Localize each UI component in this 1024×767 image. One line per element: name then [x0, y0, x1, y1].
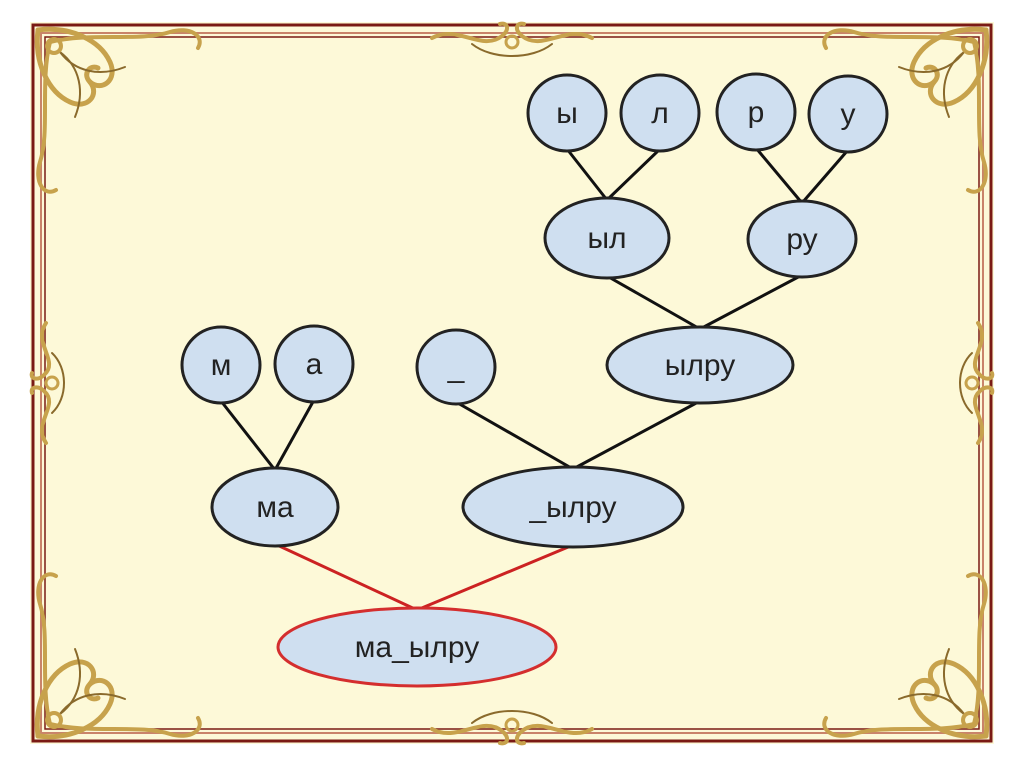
- edge-r-to-ru: [756, 148, 802, 203]
- tree-node-l: л: [621, 75, 699, 151]
- tree-node-m: м: [182, 327, 260, 403]
- node-label: ыл: [587, 222, 626, 255]
- edge-ma-to-root: [275, 544, 417, 610]
- tree-node-ylru: ылру: [607, 327, 793, 403]
- node-label: л: [651, 97, 669, 130]
- edge-l-to-yl: [607, 149, 660, 200]
- node-label: ылру: [665, 349, 735, 382]
- tree-node-r: р: [717, 74, 795, 150]
- node-label: м: [211, 349, 232, 382]
- tree-node-us: _: [417, 330, 495, 404]
- node-label: а: [306, 348, 323, 381]
- tree-node-a: а: [275, 326, 353, 402]
- edge-yl-to-ylru: [607, 276, 700, 329]
- tree-node-ru: ру: [748, 201, 856, 277]
- tree-node-y: ы: [528, 75, 606, 151]
- edge-a-to-ma: [275, 400, 314, 470]
- node-label: ру: [786, 223, 817, 256]
- node-label: _: [447, 351, 466, 384]
- node-label: р: [748, 96, 765, 129]
- edge-ru-to-ylru: [700, 275, 802, 329]
- edge-u-to-ru: [802, 150, 848, 203]
- tree-node-u: у: [809, 76, 887, 152]
- edge-us-to-_ylru: [456, 402, 573, 469]
- node-label: ма_ылру: [355, 631, 479, 664]
- node-label: _ылру: [528, 491, 616, 524]
- tree-node-yl: ыл: [545, 198, 669, 278]
- node-label: ма: [256, 491, 294, 524]
- node-label: у: [841, 98, 856, 131]
- tree-node-root: ма_ылру: [278, 608, 556, 686]
- edge-y-to-yl: [567, 149, 607, 200]
- tree-node-_ylru: _ылру: [463, 467, 683, 547]
- edge-m-to-ma: [221, 401, 275, 470]
- node-label: ы: [556, 97, 578, 130]
- edge-ylru-to-_ylru: [573, 401, 700, 469]
- edge-_ylru-to-root: [417, 545, 573, 610]
- tree-node-ma: ма: [212, 468, 338, 546]
